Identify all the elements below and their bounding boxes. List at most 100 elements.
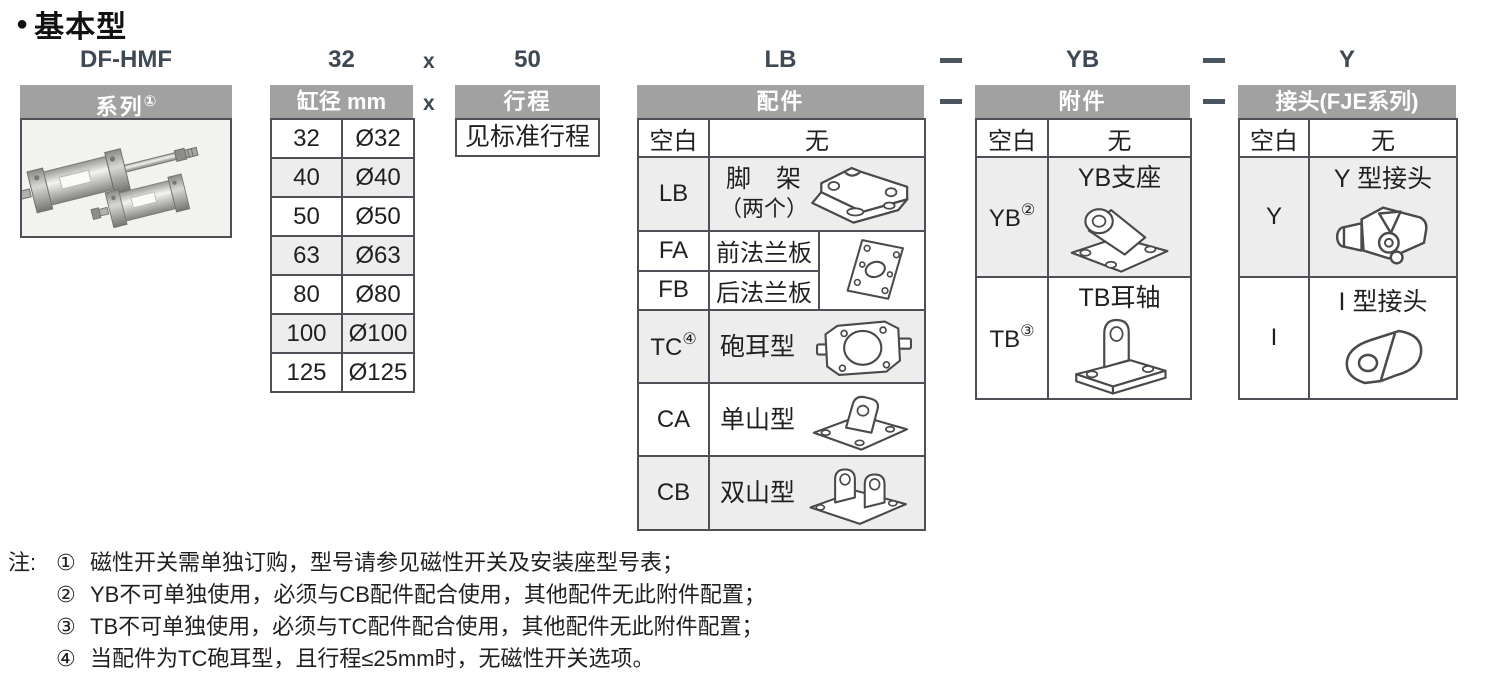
bore-code: 100: [270, 313, 343, 354]
note-line: ③ TB不可单独使用，必须与TC配件配合使用，其他配件无此附件配置；: [8, 612, 766, 642]
flange-plate-icon: [846, 239, 904, 300]
code-attachment: YB: [1065, 46, 1100, 73]
title-bullet-icon: ●: [16, 12, 29, 35]
mount-code: LB: [637, 156, 710, 232]
note-line: 注: ① 磁性开关需单独订购，型号请参见磁性开关及安装座型号表；: [8, 548, 766, 578]
table-row: YB② YB支座: [975, 156, 1192, 278]
code-mount: LB: [764, 46, 797, 73]
bore-code: 125: [270, 352, 343, 393]
attachment-code: TB③: [975, 276, 1049, 400]
joint-code: I: [1238, 276, 1310, 400]
attachment-code: YB②: [975, 156, 1049, 278]
yb-mount-icon: [1070, 208, 1168, 273]
bore-code: 50: [270, 196, 343, 237]
bore-value: Ø125: [341, 352, 415, 393]
mount-code: CA: [637, 382, 710, 457]
double-clevis-icon: [809, 468, 907, 525]
bore-header: 缸径 mm: [270, 85, 413, 118]
mount-table: 空白 无 LB 脚 架（两个）: [637, 118, 926, 531]
dash-separator: [1203, 58, 1225, 63]
mount-detail: 单山型: [708, 382, 926, 457]
note-text: TB不可单独使用，必须与TC配件配合使用，其他配件无此附件配置；: [90, 614, 764, 639]
bore-value: Ø63: [341, 235, 415, 276]
code-stroke: 50: [514, 46, 541, 73]
stroke-header: 行程: [455, 85, 600, 118]
bore-code: 63: [270, 235, 343, 276]
code-bore: 32: [328, 46, 355, 73]
bore-value: Ø100: [341, 313, 415, 354]
mount-detail: 砲耳型: [708, 309, 926, 384]
mount-code: TC④: [637, 309, 710, 384]
mount-code: FB: [637, 269, 710, 311]
dash-separator: [1203, 99, 1225, 104]
mount-detail: 双山型: [708, 455, 926, 531]
mount-label: 前法兰板: [708, 230, 820, 272]
mount-label: 无: [708, 118, 926, 158]
note-text: YB不可单独使用，必须与CB配件配合使用，其他配件无此附件配置；: [90, 582, 766, 607]
tb-trunnion-icon: [1074, 318, 1167, 395]
mount-label: 双山型: [720, 479, 796, 507]
table-row: 空白 无: [637, 118, 926, 158]
page-title: ● 基本型: [16, 2, 127, 46]
page-title-text: 基本型: [34, 11, 128, 44]
bore-code: 80: [270, 274, 343, 315]
bore-value: Ø32: [341, 118, 415, 159]
notes-section: 注: ① 磁性开关需单独订购，型号请参见磁性开关及安装座型号表； ② YB不可单…: [8, 548, 766, 676]
joint-header: 接头(FJE系列): [1238, 85, 1456, 118]
note-number: ②: [56, 582, 76, 607]
joint-code: Y: [1238, 156, 1310, 278]
mount-code-sup: ④: [682, 331, 697, 348]
joint-table: 空白 无 Y Y 型接头: [1238, 118, 1458, 400]
table-row: 空白 无: [1238, 118, 1458, 158]
joint-label: I 型接头: [1338, 288, 1428, 316]
mount-label-2: （两个）: [720, 196, 809, 221]
table-row: CB 双山型: [637, 455, 926, 531]
dash-separator: [940, 58, 962, 63]
mount-label: 单山型: [720, 405, 796, 434]
attachment-detail: YB支座: [1047, 156, 1192, 278]
joint-detail: I 型接头: [1308, 276, 1458, 400]
attachment-label: TB耳轴: [1078, 284, 1161, 312]
mount-header: 配件: [637, 85, 924, 118]
header-x: x: [423, 92, 435, 115]
bore-value: Ø80: [341, 274, 415, 315]
note-line: ② YB不可单独使用，必须与CB配件配合使用，其他配件无此附件配置；: [8, 580, 766, 610]
table-row: FA 前法兰板: [637, 230, 926, 311]
mount-detail: 脚 架（两个）: [708, 156, 926, 232]
mount-label: 后法兰板: [708, 269, 820, 311]
dash-separator: [940, 99, 962, 104]
attachment-label: YB支座: [1077, 164, 1162, 192]
attachment-detail: TB耳轴: [1047, 276, 1192, 400]
table-row: FB 后法兰板: [637, 269, 925, 311]
table-row: I I 型接头: [1238, 276, 1458, 400]
joint-code: 空白: [1238, 118, 1310, 158]
note-number: ④: [56, 646, 76, 671]
table-row: CA 单山型: [637, 382, 926, 457]
i-joint-icon: [1345, 329, 1423, 385]
mount-code: CB: [637, 455, 710, 531]
code-x-top: x: [423, 50, 435, 73]
joint-detail: Y 型接头: [1308, 156, 1458, 278]
attachment-label: 无: [1047, 118, 1192, 158]
attachment-code: 空白: [975, 118, 1049, 158]
attachment-header: 附件: [975, 85, 1190, 118]
stroke-value: 见标准行程: [455, 118, 600, 157]
mount-code: 空白: [637, 118, 710, 158]
table-row: TC④ 砲耳型: [637, 309, 926, 384]
code-joint: Y: [1338, 46, 1355, 73]
code-series: DF-HMF: [80, 46, 172, 73]
foot-bracket-icon: [811, 166, 909, 224]
bore-code: 40: [270, 157, 343, 198]
bore-code: 32: [270, 118, 343, 159]
note-text: 当配件为TC砲耳型，且行程≤25mm时，无磁性开关选项。: [90, 646, 655, 671]
cylinder-illustration: [6, 146, 199, 229]
attachment-table: 空白 无 YB② YB支座: [975, 118, 1192, 400]
table-row: LB 脚 架（两个）: [637, 156, 926, 232]
joint-label: 无: [1308, 118, 1458, 158]
